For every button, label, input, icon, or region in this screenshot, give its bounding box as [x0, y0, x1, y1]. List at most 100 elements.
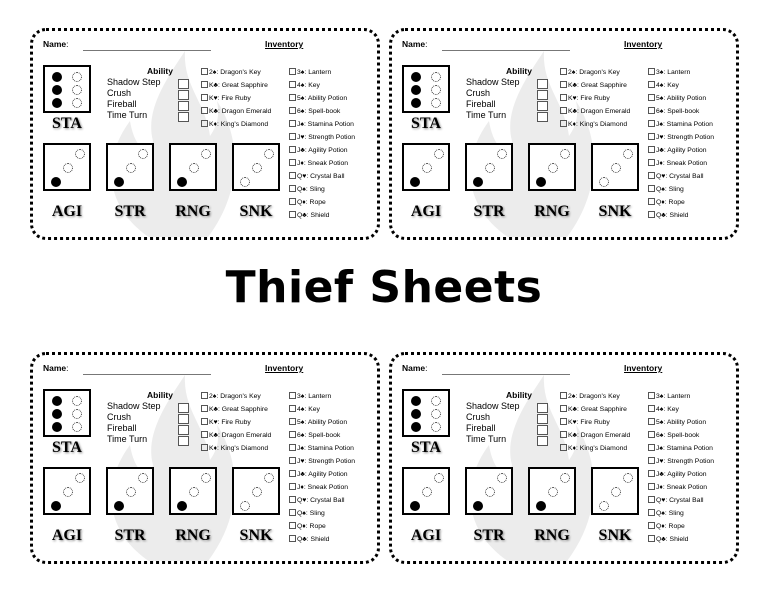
pip-empty[interactable] [485, 163, 495, 173]
name-field[interactable] [83, 374, 211, 375]
inventory-item[interactable]: J♥: Strength Potion [648, 457, 714, 465]
pip-empty[interactable] [189, 487, 199, 497]
checkbox-icon[interactable] [289, 509, 296, 516]
checkbox-icon[interactable] [648, 146, 655, 153]
checkbox-icon[interactable] [560, 68, 567, 75]
pip-empty[interactable] [497, 149, 507, 159]
checkbox-icon[interactable] [289, 405, 296, 412]
inventory-item[interactable]: Q♣: Shield [648, 211, 688, 219]
pip-empty[interactable] [72, 396, 82, 406]
inventory-item[interactable]: 2♠: Dragon's Key [560, 392, 620, 400]
checkbox-icon[interactable] [648, 535, 655, 542]
checkbox-icon[interactable] [648, 185, 655, 192]
checkbox-icon[interactable] [648, 444, 655, 451]
inventory-item[interactable]: J♣: Agility Potion [289, 470, 348, 478]
checkbox-icon[interactable] [289, 107, 296, 114]
checkbox-icon[interactable] [289, 120, 296, 127]
inventory-item[interactable]: 4♠: Key [289, 81, 320, 89]
checkbox-icon[interactable] [289, 418, 296, 425]
inventory-item[interactable]: 5♠: Ability Potion [289, 94, 347, 102]
inventory-item[interactable]: K♣: Dragon Emerald [201, 107, 271, 115]
pip-empty[interactable] [63, 487, 73, 497]
checkbox-icon[interactable] [648, 509, 655, 516]
inventory-item[interactable]: K♥: Fire Ruby [560, 94, 610, 102]
pip-empty[interactable] [431, 72, 441, 82]
checkbox-icon[interactable] [560, 120, 567, 127]
inventory-item[interactable]: Q♣: Shield [289, 535, 329, 543]
ability-checkbox[interactable] [178, 414, 189, 424]
pip-empty[interactable] [201, 149, 211, 159]
inventory-item[interactable]: 2♠: Dragon's Key [201, 392, 261, 400]
inventory-item[interactable]: Q♥: Crystal Ball [289, 172, 344, 180]
inventory-item[interactable]: J♠: Stamina Potion [289, 120, 354, 128]
pip-empty[interactable] [623, 149, 633, 159]
name-field[interactable] [442, 50, 570, 51]
pip-empty[interactable] [599, 501, 609, 511]
checkbox-icon[interactable] [289, 146, 296, 153]
ability-checkbox[interactable] [537, 436, 548, 446]
inventory-item[interactable]: K♣: Great Sapphire [560, 405, 627, 413]
pip-empty[interactable] [72, 85, 82, 95]
inventory-item[interactable]: 3♠: Lantern [648, 68, 690, 76]
checkbox-icon[interactable] [201, 431, 208, 438]
inventory-item[interactable]: J♠: Stamina Potion [648, 444, 713, 452]
checkbox-icon[interactable] [560, 107, 567, 114]
checkbox-icon[interactable] [648, 133, 655, 140]
pip-empty[interactable] [63, 163, 73, 173]
checkbox-icon[interactable] [289, 81, 296, 88]
checkbox-icon[interactable] [648, 120, 655, 127]
inventory-item[interactable]: Q♦: Rope [289, 522, 326, 530]
checkbox-icon[interactable] [201, 120, 208, 127]
checkbox-icon[interactable] [560, 444, 567, 451]
pip-empty[interactable] [431, 396, 441, 406]
checkbox-icon[interactable] [648, 457, 655, 464]
inventory-item[interactable]: Q♥: Crystal Ball [289, 496, 344, 504]
pip-empty[interactable] [240, 501, 250, 511]
pip-empty[interactable] [548, 163, 558, 173]
inventory-item[interactable]: 4♠: Key [648, 81, 679, 89]
ability-checkbox[interactable] [178, 101, 189, 111]
inventory-item[interactable]: Q♥: Crystal Ball [648, 496, 703, 504]
checkbox-icon[interactable] [289, 470, 296, 477]
pip-empty[interactable] [252, 163, 262, 173]
checkbox-icon[interactable] [201, 392, 208, 399]
inventory-item[interactable]: Q♣: Shield [289, 211, 329, 219]
ability-checkbox[interactable] [537, 90, 548, 100]
checkbox-icon[interactable] [289, 211, 296, 218]
checkbox-icon[interactable] [289, 496, 296, 503]
inventory-item[interactable]: K♣: Great Sapphire [560, 81, 627, 89]
inventory-item[interactable]: 4♠: Key [289, 405, 320, 413]
pip-empty[interactable] [548, 487, 558, 497]
pip-empty[interactable] [431, 409, 441, 419]
pip-empty[interactable] [72, 422, 82, 432]
inventory-item[interactable]: Q♥: Crystal Ball [648, 172, 703, 180]
inventory-item[interactable]: 4♠: Key [648, 405, 679, 413]
inventory-item[interactable]: 2♠: Dragon's Key [201, 68, 261, 76]
inventory-item[interactable]: 5♠: Ability Potion [648, 94, 706, 102]
checkbox-icon[interactable] [201, 405, 208, 412]
inventory-item[interactable]: Q♣: Shield [648, 535, 688, 543]
inventory-item[interactable]: J♦: Sneak Potion [648, 483, 707, 491]
checkbox-icon[interactable] [560, 94, 567, 101]
inventory-item[interactable]: 6♠: Spell-book [648, 431, 699, 439]
ability-checkbox[interactable] [537, 79, 548, 89]
pip-empty[interactable] [431, 85, 441, 95]
checkbox-icon[interactable] [560, 418, 567, 425]
pip-empty[interactable] [75, 149, 85, 159]
inventory-item[interactable]: 3♠: Lantern [289, 68, 331, 76]
pip-empty[interactable] [138, 149, 148, 159]
inventory-item[interactable]: 6♠: Spell-book [289, 107, 340, 115]
checkbox-icon[interactable] [648, 172, 655, 179]
checkbox-icon[interactable] [289, 159, 296, 166]
ability-checkbox[interactable] [178, 112, 189, 122]
inventory-item[interactable]: J♦: Sneak Potion [648, 159, 707, 167]
inventory-item[interactable]: K♥: Fire Ruby [201, 94, 251, 102]
checkbox-icon[interactable] [648, 522, 655, 529]
inventory-item[interactable]: K♣: Dragon Emerald [201, 431, 271, 439]
checkbox-icon[interactable] [289, 185, 296, 192]
checkbox-icon[interactable] [201, 81, 208, 88]
name-field[interactable] [83, 50, 211, 51]
checkbox-icon[interactable] [648, 107, 655, 114]
pip-empty[interactable] [189, 163, 199, 173]
checkbox-icon[interactable] [289, 68, 296, 75]
